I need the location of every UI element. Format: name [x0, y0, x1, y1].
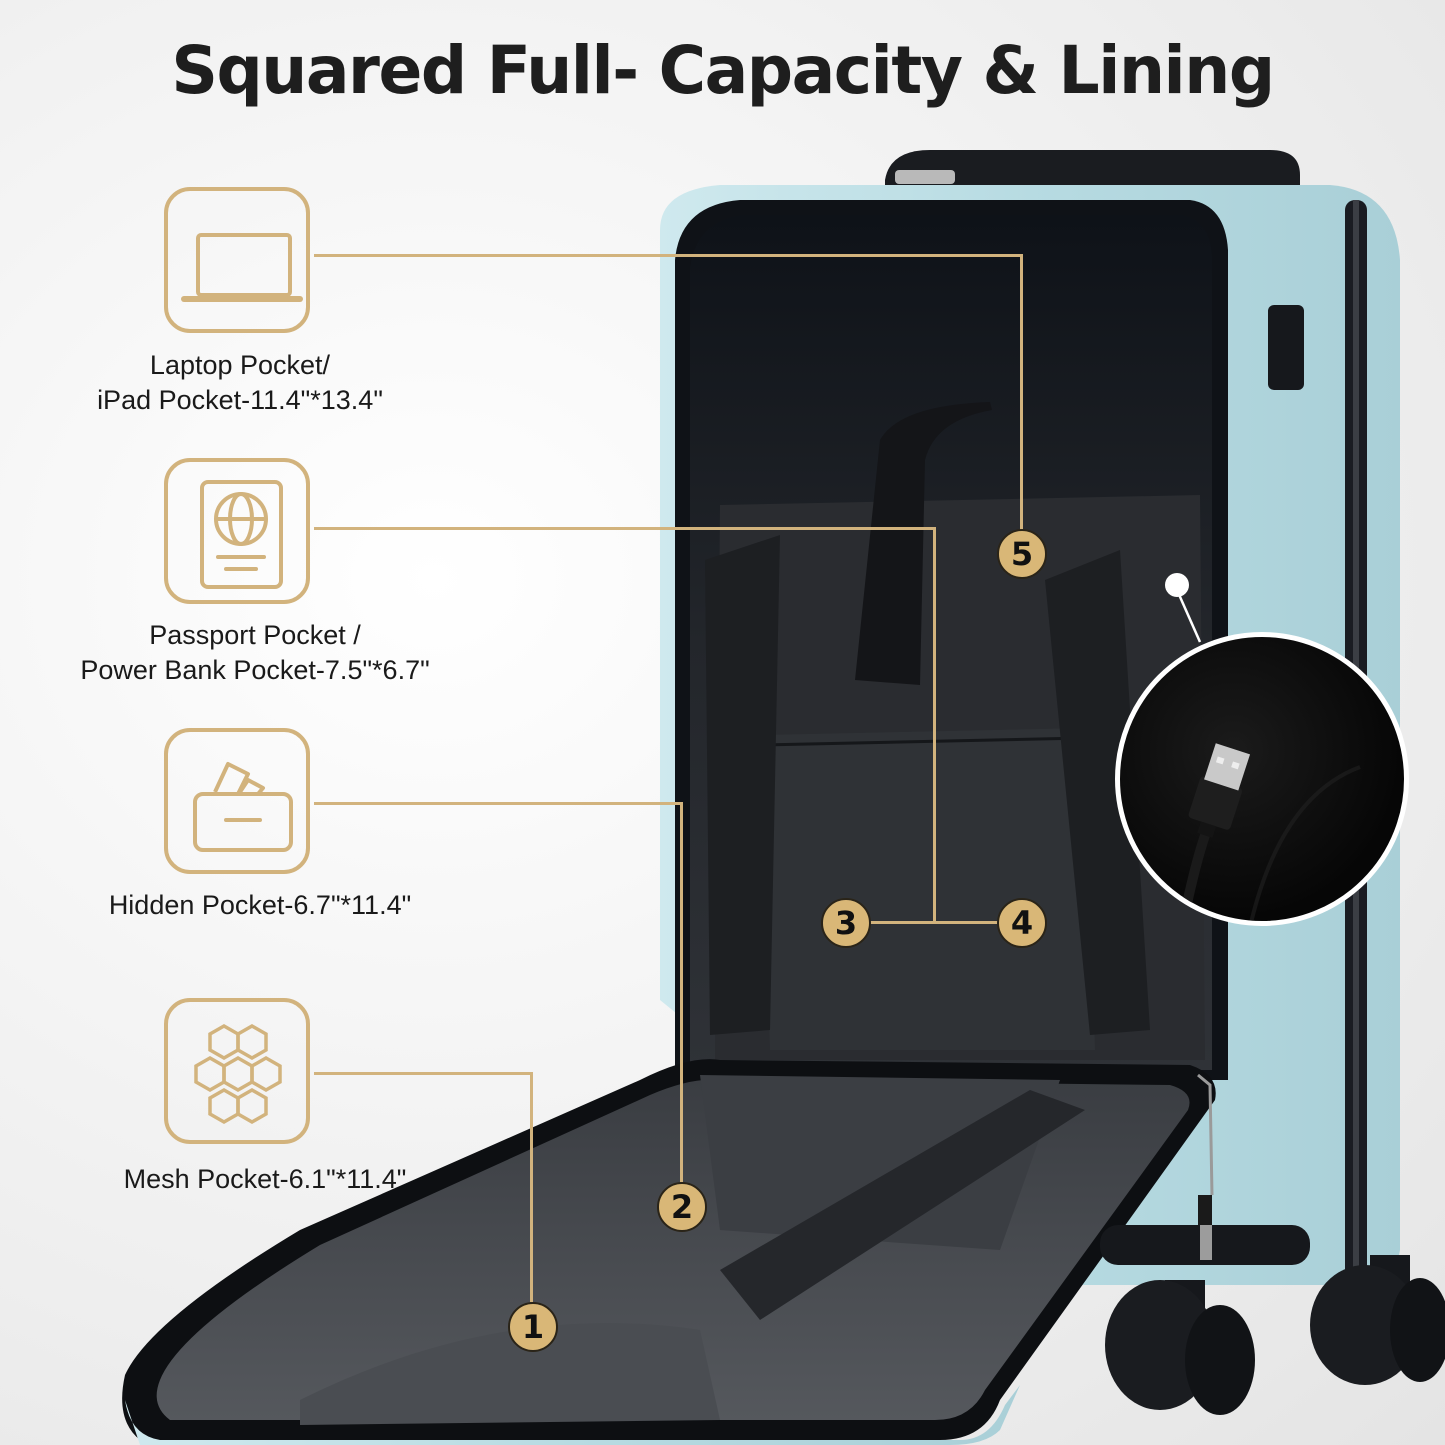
passport-icon	[200, 480, 283, 589]
feature-laptop-icon-box	[164, 187, 310, 333]
leader-line-passport	[868, 921, 1000, 924]
leader-line-hidden-pocket	[680, 802, 683, 1182]
leader-line-passport	[933, 527, 936, 923]
badge-3: 3	[821, 898, 871, 948]
badge-5: 5	[997, 529, 1047, 579]
card-wallet-icon	[193, 762, 293, 852]
feature-hidden-pocket-label: Hidden Pocket-6.7"*11.4"	[108, 890, 412, 920]
feature-passport-icon-box	[164, 458, 310, 604]
leader-line-mesh-pocket	[530, 1072, 533, 1302]
usb-callout-dot	[1165, 573, 1189, 597]
honeycomb-mesh-icon	[194, 1023, 282, 1125]
badge-2: 2	[657, 1182, 707, 1232]
page-title: Squared Full- Capacity & Lining	[171, 32, 1275, 109]
feature-mesh-pocket-label: Mesh Pocket-6.1"*11.4"	[123, 1164, 407, 1194]
badge-4: 4	[997, 898, 1047, 948]
feature-laptop-label: Laptop Pocket/ iPad Pocket-11.4"*13.4"	[97, 350, 383, 415]
feature-passport-label: Passport Pocket / Power Bank Pocket-7.5"…	[80, 620, 430, 685]
leader-line-mesh-pocket	[314, 1072, 532, 1075]
feature-hidden-pocket-icon-box	[164, 728, 310, 874]
feature-mesh-pocket-icon-box	[164, 998, 310, 1144]
leader-line-hidden-pocket	[314, 802, 682, 805]
usb-port-zoom-circle	[1115, 632, 1409, 926]
laptop-icon	[181, 233, 303, 302]
leader-line-passport	[314, 527, 935, 530]
badge-1: 1	[508, 1302, 558, 1352]
leader-line-laptop	[314, 254, 1022, 257]
usb-cable-icon	[1178, 743, 1361, 921]
leader-line-laptop	[1020, 254, 1023, 531]
